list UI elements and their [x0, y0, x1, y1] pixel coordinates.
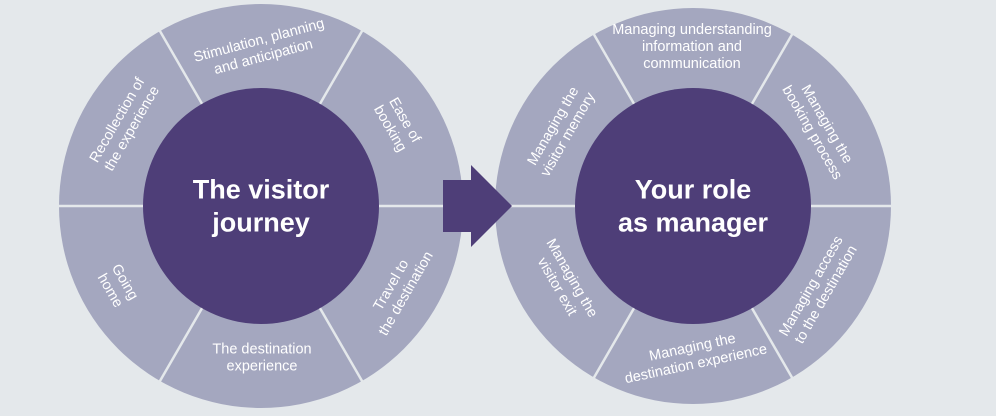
center-title-line: Your role [635, 175, 752, 205]
segment-divider [316, 28, 365, 108]
center-title-line: as manager [618, 208, 769, 238]
segment-divider [591, 32, 638, 108]
center-disc [143, 88, 379, 324]
segment-label-line: experience [227, 359, 298, 375]
center-disc [575, 88, 811, 324]
segment-label-line: Managing understanding [612, 22, 772, 38]
center-title-line: journey [211, 208, 310, 238]
right-arrow-icon [443, 165, 512, 247]
segment-label-line: The destination [212, 342, 311, 358]
segment-divider [748, 32, 795, 108]
segment-label-line: information and [642, 39, 742, 55]
center-title-line: The visitor [193, 175, 330, 205]
segment-label: Goinghome [93, 261, 141, 311]
segment-divider [316, 304, 365, 384]
segment-divider [591, 304, 638, 380]
segment-divider [748, 304, 795, 380]
segment-divider [157, 28, 206, 108]
segment-label-line: communication [643, 56, 741, 72]
segment-divider [157, 304, 206, 384]
